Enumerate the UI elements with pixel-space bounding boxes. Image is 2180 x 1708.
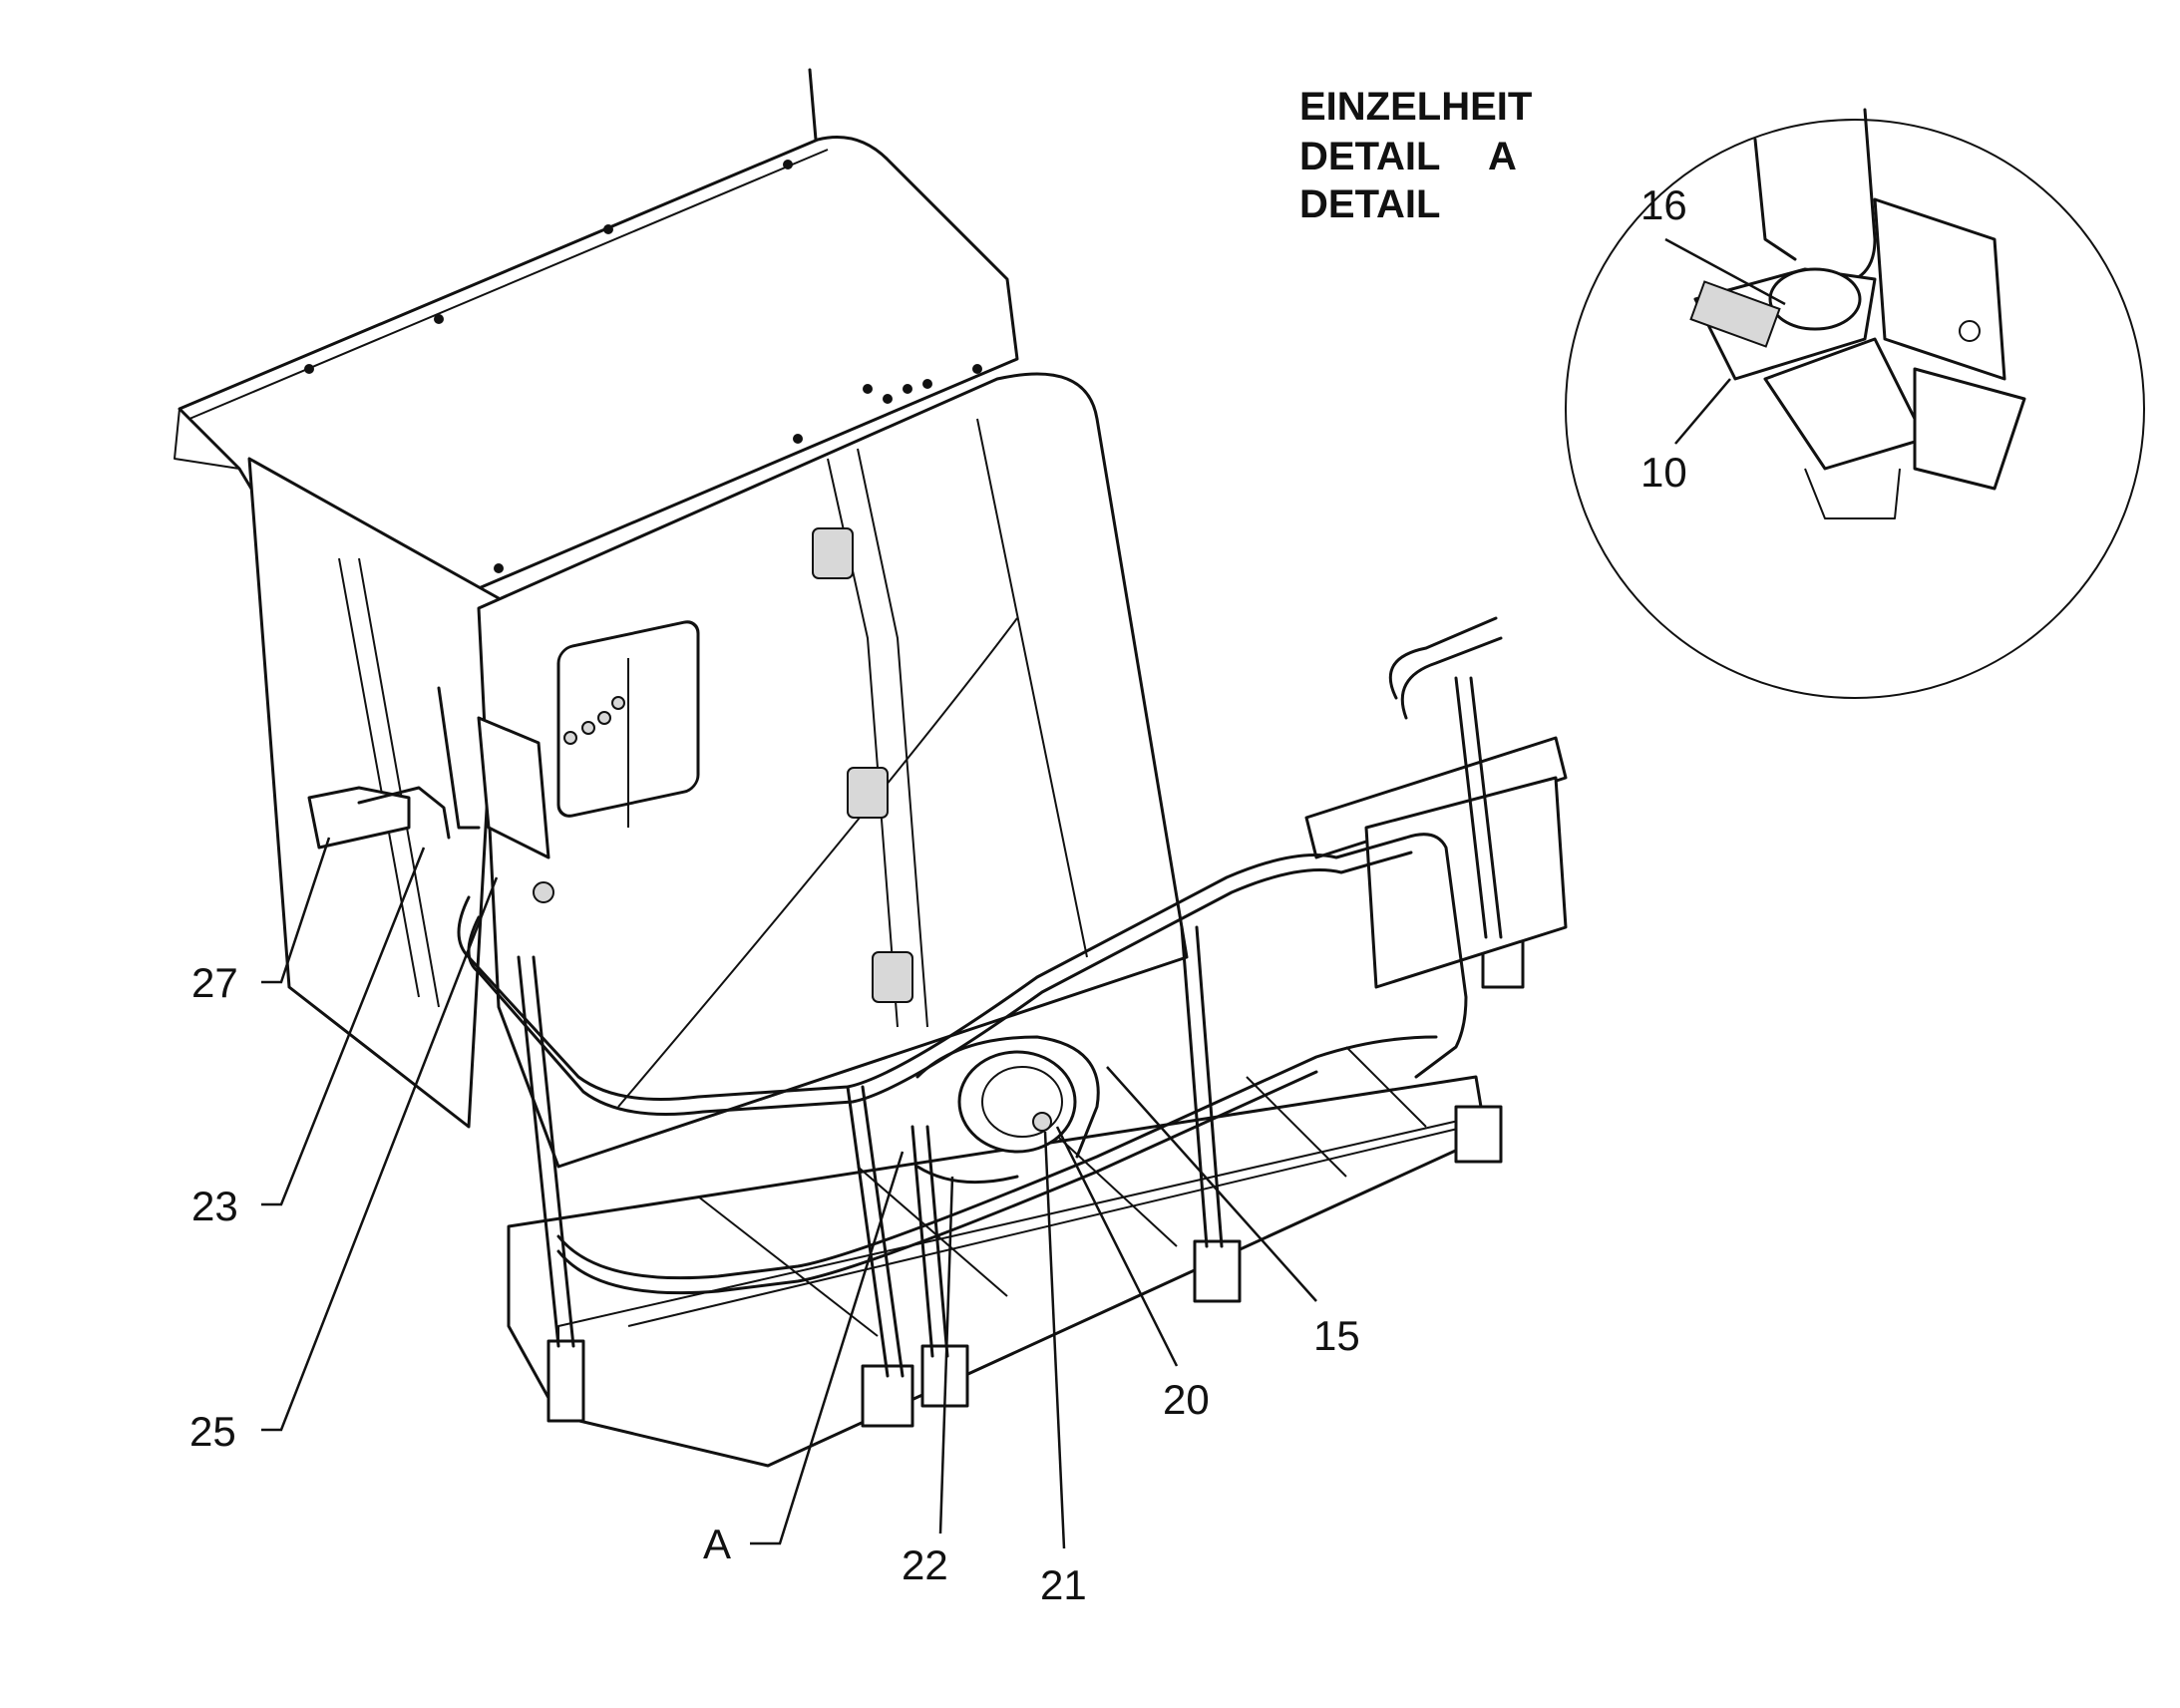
leader-23 — [261, 847, 426, 1206]
leader-a — [750, 1151, 905, 1545]
cab-assembly — [174, 68, 1189, 1169]
detail-heading-line1: EINZELHEIT — [1299, 85, 1532, 129]
cab-front-wall — [477, 372, 1189, 1169]
window-bolts — [563, 696, 625, 745]
callout-20: 20 — [1163, 1376, 1210, 1423]
leader-15 — [1106, 1066, 1317, 1302]
platform-base — [507, 1075, 1488, 1468]
leader-25 — [261, 876, 499, 1432]
callout-22: 22 — [902, 1541, 948, 1588]
leader-21 — [1043, 1131, 1066, 1549]
mirror-27 — [307, 786, 411, 850]
antenna — [808, 68, 818, 142]
mirror-arm — [357, 786, 451, 840]
platform-assembly — [507, 736, 1568, 1468]
work-light-20 — [915, 1035, 1100, 1185]
leader-27 — [261, 837, 331, 984]
mirror-25 — [477, 716, 550, 859]
callout-15: 15 — [1313, 1312, 1360, 1359]
leader-20 — [1055, 1126, 1179, 1367]
detail-heading-ref: A — [1488, 135, 1517, 178]
callout-16: 16 — [1640, 181, 1687, 228]
callout-25: 25 — [189, 1408, 236, 1455]
handrails-15 — [457, 616, 1503, 1378]
callout-23: 23 — [191, 1183, 238, 1229]
callout-a: A — [703, 1521, 731, 1567]
handrail-rear — [556, 1035, 1438, 1280]
callout-27: 27 — [191, 959, 238, 1006]
detail-heading-line3: DETAIL — [1299, 182, 1440, 226]
handrail-front — [457, 833, 1468, 1101]
leader-22 — [938, 1176, 954, 1535]
bolt-21 — [1032, 1112, 1052, 1132]
door-hinges — [812, 527, 913, 1003]
leader-lines — [261, 237, 1786, 1549]
callout-10: 10 — [1640, 449, 1687, 496]
roof-rivets — [304, 160, 982, 573]
detail-heading-line2: DETAIL — [1299, 135, 1440, 178]
leader-10 — [1674, 378, 1731, 445]
detail-a-view — [1565, 108, 2145, 699]
leader-16 — [1664, 237, 1786, 306]
callout-21: 21 — [1040, 1561, 1087, 1608]
handrail-posts — [517, 676, 1503, 1378]
